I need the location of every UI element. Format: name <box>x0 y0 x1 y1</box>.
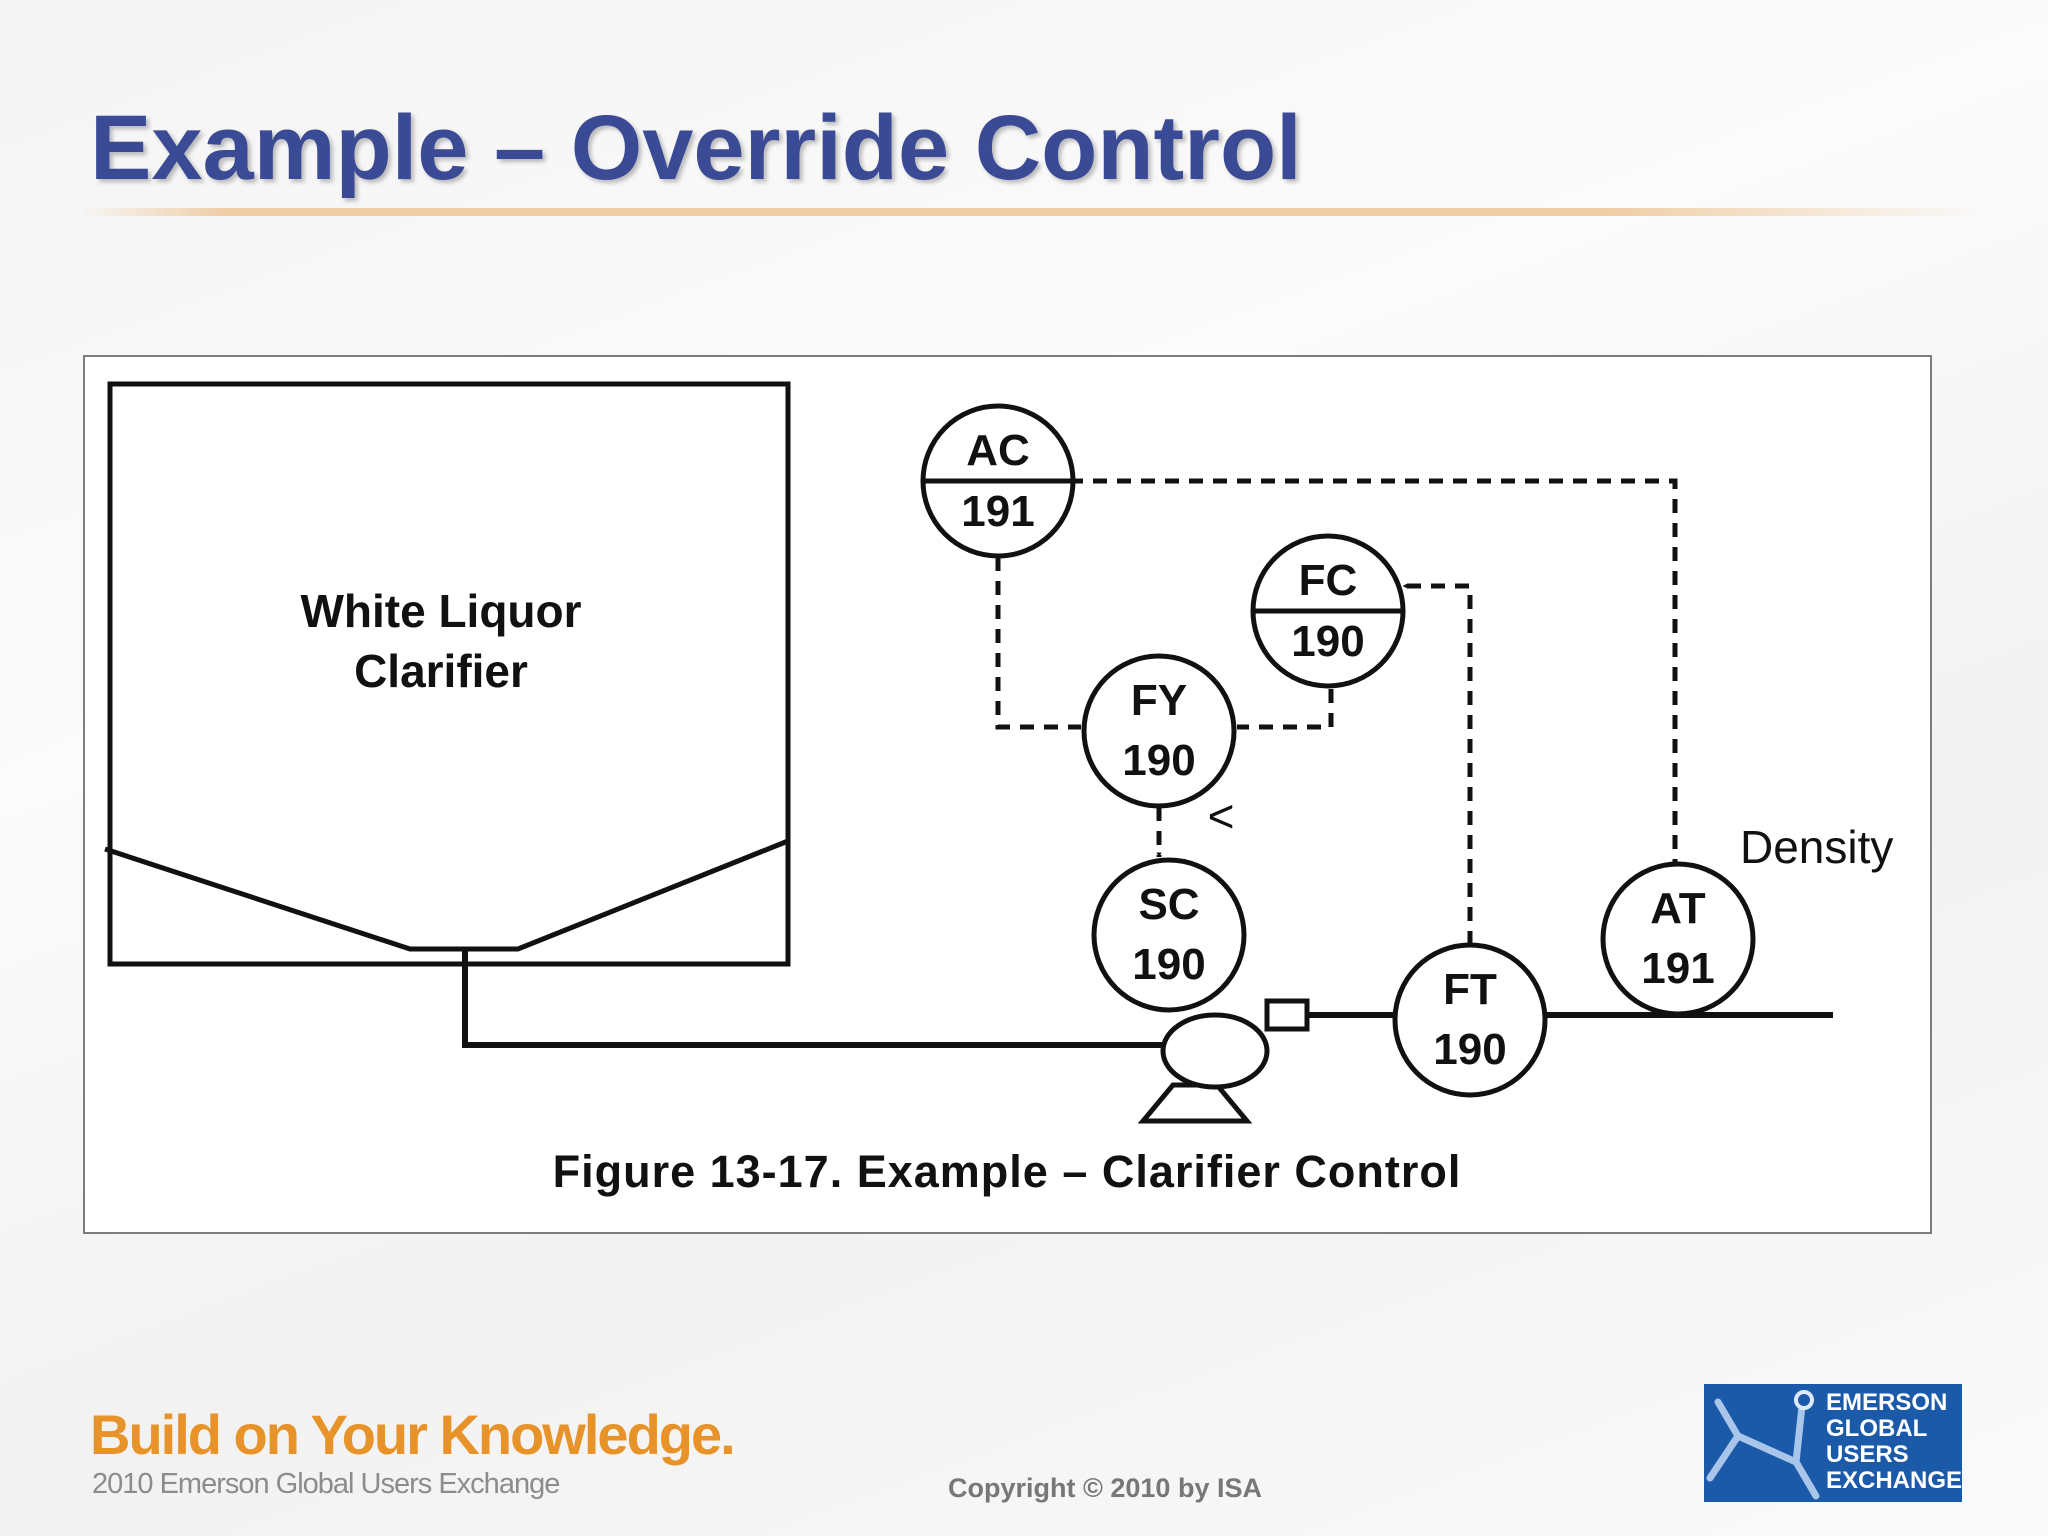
diagram-panel: White Liquor Clarifier AC 191 <box>83 355 1932 1234</box>
instrument-sc190-number: 190 <box>1132 940 1205 989</box>
pump-symbol <box>1137 998 1310 1124</box>
instrument-fc190: FC 190 <box>1250 533 1406 689</box>
emerson-exchange-logo: EMERSON GLOBAL USERS EXCHANGE <box>1704 1384 1962 1502</box>
copyright-notice: Copyright © 2010 by ISA <box>948 1473 1262 1503</box>
instrument-ac191-number: 191 <box>961 487 1034 536</box>
figure-caption: Figure 13-17. Example – Clarifier Contro… <box>553 1146 1462 1197</box>
density-label: Density <box>1740 821 1893 873</box>
footer-tagline: Build on Your Knowledge. <box>90 1403 736 1466</box>
slide-title: Example – Override Control <box>90 97 1302 199</box>
signal-fc190-to-fy190 <box>1236 689 1334 730</box>
instrument-fy190: FY 190 <box>1081 653 1237 809</box>
instrument-ac191-letters: AC <box>966 426 1030 475</box>
instrument-at191-letters: AT <box>1650 884 1706 933</box>
vessel-label-line2: Clarifier <box>354 645 528 697</box>
logo-line-4: EXCHANGE <box>1826 1467 1962 1494</box>
title-underline <box>80 208 1980 216</box>
signal-ft190-to-fc190 <box>1402 583 1473 945</box>
low-selector-symbol: < <box>1208 790 1235 842</box>
instrument-fc190-number: 190 <box>1291 617 1364 666</box>
vessel-label-line1: White Liquor <box>300 585 581 637</box>
instrument-fy190-letters: FY <box>1131 676 1187 725</box>
instrument-ac191: AC 191 <box>920 403 1076 559</box>
pid-diagram: White Liquor Clarifier AC 191 <box>104 381 1893 1197</box>
underflow-process-line <box>462 949 1155 1048</box>
logo-line-2: GLOBAL <box>1826 1415 1927 1442</box>
instrument-ft190: FT 190 <box>1392 942 1548 1098</box>
footer-event-name: 2010 Emerson Global Users Exchange <box>92 1468 560 1500</box>
logo-line-1: EMERSON <box>1826 1389 1947 1416</box>
instrument-at191-number: 191 <box>1641 944 1714 993</box>
instrument-ft190-number: 190 <box>1433 1025 1506 1074</box>
instrument-ft190-letters: FT <box>1443 965 1497 1014</box>
instrument-fc190-letters: FC <box>1299 556 1358 605</box>
logo-line-3: USERS <box>1826 1441 1909 1468</box>
instrument-sc190-letters: SC <box>1138 880 1199 929</box>
instrument-at191: AT 191 <box>1600 861 1756 1017</box>
signal-at191-to-ac191 <box>1072 478 1678 897</box>
signal-ac191-to-fy190 <box>995 557 1082 730</box>
instrument-fy190-number: 190 <box>1122 736 1195 785</box>
instrument-sc190: SC 190 <box>1091 857 1247 1013</box>
